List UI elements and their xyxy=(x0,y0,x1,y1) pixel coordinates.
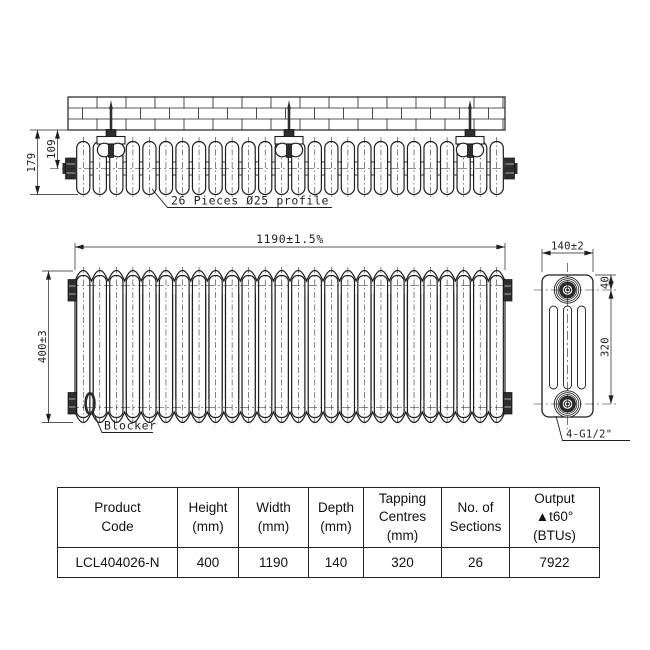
blocker-plug xyxy=(84,391,96,415)
wall-brackets xyxy=(96,100,485,158)
front-bosses xyxy=(67,279,513,415)
boss-top-right xyxy=(503,279,513,302)
dim-179-label: 179 xyxy=(26,153,38,173)
blocker-label: Blocker xyxy=(104,419,157,433)
header-line: (BTUs) xyxy=(533,527,576,543)
col-header-sections: No. of Sections xyxy=(441,487,510,548)
specification-table: Product Code Height (mm) Width (mm) Dept… xyxy=(57,487,600,578)
col-header-width: Width (mm) xyxy=(238,487,309,548)
header-line: Sections xyxy=(449,518,502,534)
side-view: 140±2 40 320 4-G1/2" xyxy=(534,241,630,441)
dim-109-label: 109 xyxy=(46,139,58,159)
header-line: No. of xyxy=(457,500,494,516)
header-line: ▲t60° xyxy=(535,509,574,525)
dimension-179 xyxy=(30,129,78,195)
thread-leader-line xyxy=(555,415,630,441)
dim-width-label: 1190±1.5% xyxy=(256,232,324,246)
dim-top-offset-label: 40 xyxy=(600,276,612,289)
col-header-product-code: Product Code xyxy=(57,487,178,548)
header-line: Height xyxy=(188,500,228,516)
dim-height-label: 400±3 xyxy=(37,330,49,363)
cell-tapping-centres: 320 xyxy=(363,547,442,578)
boss-bottom-left xyxy=(67,392,77,415)
cell-output: 7922 xyxy=(509,547,600,578)
header-line: (mm) xyxy=(192,518,224,534)
col-header-height: Height (mm) xyxy=(177,487,239,548)
pieces-label: 26 Pieces Ø25 profile xyxy=(171,194,329,208)
header-line: (mm) xyxy=(257,518,290,534)
front-radiator-sections xyxy=(70,267,510,426)
top-view: 179 109 26 Pieces Ø25 profile xyxy=(26,96,518,208)
header-line: (mm) xyxy=(386,527,419,543)
boss-bottom-right xyxy=(503,392,513,415)
brick-pattern xyxy=(68,97,505,130)
dim-depth-label: 140±2 xyxy=(551,241,584,253)
cell-depth: 140 xyxy=(308,547,364,578)
cell-width: 1190 xyxy=(238,547,309,578)
cell-product-code: LCL404026-N xyxy=(57,547,178,578)
side-centre-lines xyxy=(534,263,616,429)
boss-top-left xyxy=(67,279,77,302)
blocker-leader-line xyxy=(92,411,153,433)
dimension-width-1190 xyxy=(74,243,506,270)
header-line: Width xyxy=(256,500,291,516)
cell-height: 400 xyxy=(177,547,239,578)
header-line: Centres xyxy=(378,509,427,525)
front-view: Blocker 1190±1.5% 400±3 xyxy=(37,232,513,433)
col-header-tapping-centres: Tapping Centres (mm) xyxy=(363,487,442,548)
thread-label: 4-G1/2" xyxy=(566,429,612,441)
col-header-depth: Depth (mm) xyxy=(308,487,364,548)
header-line: (mm) xyxy=(320,518,352,534)
dimension-40-320 xyxy=(595,274,616,404)
pieces-leader-line xyxy=(151,188,332,208)
plan-radiator-sections xyxy=(76,137,504,199)
dim-tapping-centres-label: 320 xyxy=(600,337,612,357)
header-line: Code xyxy=(101,518,134,534)
side-slots xyxy=(549,305,586,390)
header-line: Depth xyxy=(317,500,355,516)
header-line: Tapping xyxy=(378,491,427,507)
brick-wall xyxy=(67,96,506,131)
data-row: LCL404026-N 400 1190 140 320 26 7922 xyxy=(57,547,600,578)
dimension-depth-140 xyxy=(541,249,594,272)
header-line: Product xyxy=(94,500,141,516)
dimension-height-400 xyxy=(42,270,73,423)
radiator-technical-drawing: 179 109 26 Pieces Ø25 profile xyxy=(26,96,630,441)
cell-sections: 26 xyxy=(441,547,510,578)
col-header-output: Output ▲t60° (BTUs) xyxy=(509,487,600,548)
header-row: Product Code Height (mm) Width (mm) Dept… xyxy=(57,487,600,548)
header-line: Output xyxy=(534,491,575,507)
